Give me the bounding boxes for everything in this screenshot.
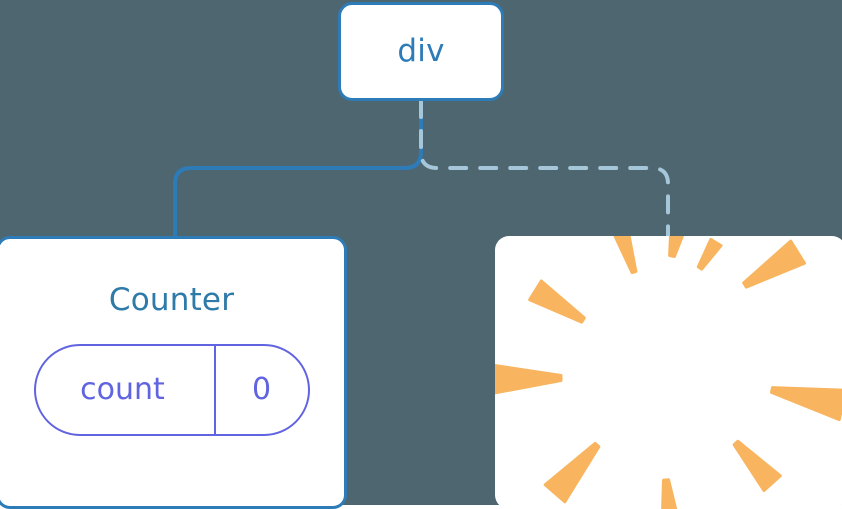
- burst-sparkle-icon: [495, 236, 842, 509]
- burst-ray-4: [734, 441, 780, 490]
- node-counter[interactable]: Counter count 0: [0, 236, 347, 509]
- node-counter-title: Counter: [109, 285, 234, 316]
- edge-div-to-counter: [175, 101, 421, 237]
- node-burst[interactable]: [495, 236, 842, 509]
- node-div-title: div: [397, 36, 444, 67]
- burst-ray-6: [545, 443, 599, 501]
- burst-ray-7: [495, 365, 561, 393]
- burst-ray-1: [670, 236, 696, 257]
- burst-ray-8: [530, 281, 585, 322]
- state-key-label: count: [36, 346, 214, 434]
- state-pill[interactable]: count 0: [34, 344, 310, 436]
- state-value-label: 0: [214, 346, 308, 434]
- burst-ray-9: [615, 236, 636, 273]
- node-div[interactable]: div: [338, 2, 504, 101]
- burst-ray-10: [698, 239, 721, 269]
- burst-ray-2: [744, 241, 805, 287]
- edge-div-to-burst: [421, 101, 668, 237]
- burst-ray-3: [772, 388, 842, 420]
